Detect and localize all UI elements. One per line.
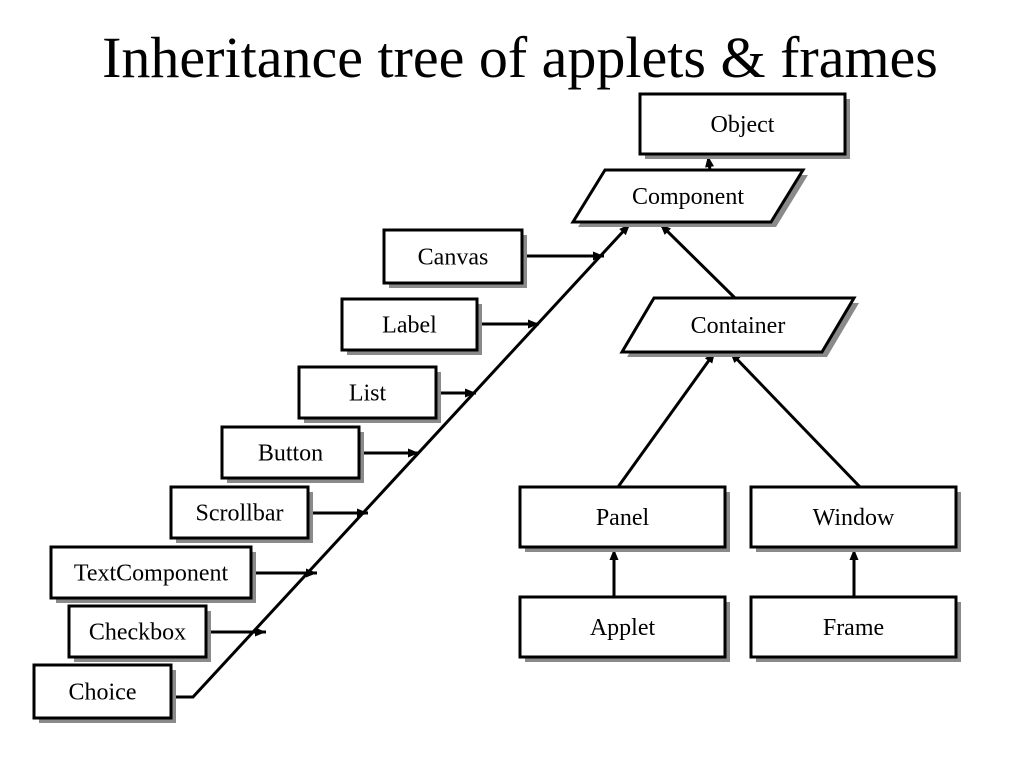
component-node-box — [570, 168, 806, 224]
list-node-box — [297, 365, 438, 420]
checkbox-node: Checkbox — [67, 604, 211, 662]
textcomponent-label: TextComponent — [74, 561, 229, 587]
applet-node: Applet — [518, 595, 730, 662]
choice-node-box — [32, 663, 173, 720]
button-to-component-edge — [359, 448, 419, 458]
label-node: Label — [340, 297, 482, 355]
textcomponent-to-component-arrowhead — [306, 568, 317, 578]
label-label: Label — [382, 313, 437, 339]
textcomponent-node: TextComponent — [49, 545, 256, 603]
container-node-box — [619, 296, 857, 354]
component-label: Component — [632, 184, 744, 210]
frame-to-window-edge — [849, 549, 859, 597]
window-node-box — [749, 485, 958, 549]
checkbox-label: Checkbox — [89, 620, 186, 646]
checkbox-to-component-edge — [206, 627, 266, 637]
object-node: Object — [638, 92, 850, 159]
scrollbar-label: Scrollbar — [196, 501, 284, 527]
choice-node: Choice — [32, 663, 176, 723]
choice-label: Choice — [69, 680, 137, 706]
checkbox-node-box — [67, 604, 208, 659]
panel-node: Panel — [518, 485, 730, 552]
textcomponent-to-component-edge — [251, 568, 317, 578]
button-label: Button — [258, 441, 323, 467]
window-to-container-edge — [728, 350, 862, 489]
applet-node-box — [518, 595, 727, 659]
object-node-box — [638, 92, 847, 156]
window-label: Window — [813, 505, 895, 531]
button-to-component-arrowhead — [408, 448, 419, 458]
applet-to-panel-edge — [609, 549, 619, 597]
window-node: Window — [749, 485, 961, 552]
label-node-box — [340, 297, 479, 352]
list-label: List — [349, 381, 387, 407]
panel-label: Panel — [596, 505, 650, 531]
container-node: Container — [619, 296, 859, 357]
scrollbar-to-component-arrowhead — [357, 508, 368, 518]
container-to-component-edge — [658, 222, 737, 300]
button-node: Button — [220, 425, 364, 483]
canvas-to-component-arrowhead — [593, 251, 604, 261]
inheritance-edges — [172, 155, 862, 699]
canvas-to-component-edge — [522, 251, 604, 261]
list-node: List — [297, 365, 441, 423]
container-to-component-line — [658, 222, 737, 300]
scrollbar-node: Scrollbar — [169, 485, 313, 543]
frame-node: Frame — [749, 595, 961, 662]
window-to-container-line — [728, 350, 862, 489]
component-node: Component — [570, 168, 808, 227]
textcomponent-node-box — [49, 545, 253, 600]
scrollbar-node-box — [169, 485, 310, 540]
applet-label: Applet — [590, 615, 656, 641]
button-node-box — [220, 425, 361, 480]
applet-to-panel-arrowhead — [609, 549, 619, 560]
canvas-node-box — [382, 228, 524, 285]
panel-node-box — [518, 485, 727, 549]
container-label: Container — [691, 313, 786, 339]
slide-title: Inheritance tree of applets & frames — [102, 25, 938, 90]
panel-to-container-line — [616, 351, 717, 488]
label-to-component-edge — [477, 319, 539, 329]
object-label: Object — [711, 112, 775, 138]
frame-label: Frame — [823, 615, 884, 641]
list-to-component-arrowhead — [465, 388, 476, 398]
panel-to-container-edge — [616, 351, 717, 488]
frame-node-box — [749, 595, 958, 659]
canvas-node: Canvas — [382, 228, 527, 288]
scrollbar-to-component-edge — [308, 508, 368, 518]
list-to-component-edge — [436, 388, 476, 398]
label-to-component-arrowhead — [528, 319, 539, 329]
canvas-label: Canvas — [418, 245, 489, 271]
frame-to-window-arrowhead — [849, 549, 859, 560]
choice-to-component-line — [172, 222, 632, 699]
checkbox-to-component-arrowhead — [255, 627, 266, 637]
